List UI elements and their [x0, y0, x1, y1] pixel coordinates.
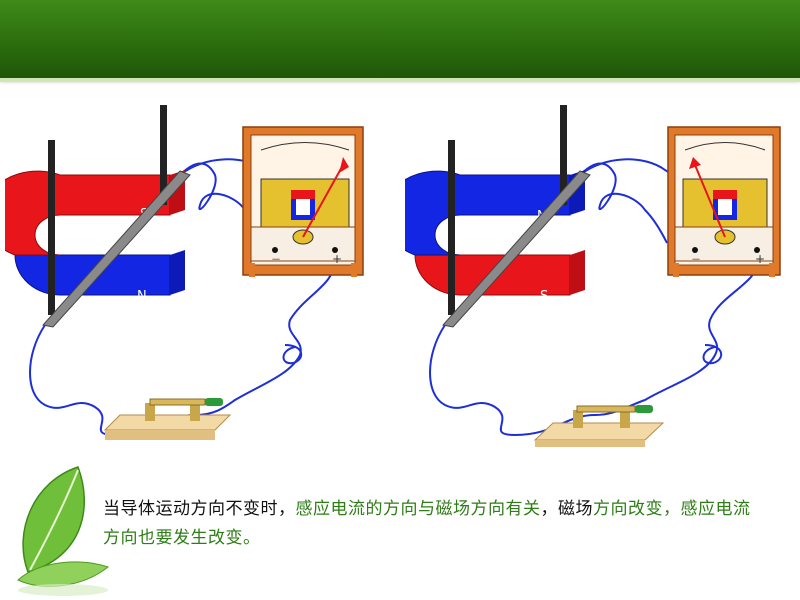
post: [160, 105, 167, 205]
wire: [429, 259, 761, 437]
meter-positive-label: +: [755, 252, 765, 266]
caption-highlight-1: 感应电流的方向与磁场方向有关: [295, 499, 541, 519]
header-banner: [0, 0, 800, 78]
experiment-right: N S － +: [405, 95, 785, 455]
experiment-left: S N － +: [5, 95, 385, 455]
galvanometer: [667, 126, 781, 277]
caption-highlight-2: 方向改变，感应电流方向也要发生改变。: [103, 499, 751, 548]
explanation-text: 当导体运动方向不变时，感应电流的方向与磁场方向有关，磁场方向改变，感应电流方向也…: [103, 495, 763, 553]
meter-negative-label: －: [691, 255, 701, 266]
conductor-rod: [42, 170, 191, 328]
knife-switch: [533, 405, 665, 447]
experiment-diagram: N S － +: [405, 105, 781, 447]
leaf-decoration: [17, 466, 110, 596]
header-strip: [0, 78, 800, 82]
caption-part-3: ，磁场: [540, 499, 593, 519]
post: [448, 140, 455, 315]
wire: [702, 344, 723, 365]
wire: [282, 344, 303, 365]
meter-negative-label: －: [271, 255, 281, 266]
galvanometer: [242, 126, 364, 277]
post: [560, 105, 567, 205]
magnet-bottom-pole-label: S: [540, 289, 548, 304]
knife-switch: [103, 398, 232, 440]
meter-positive-label: +: [332, 252, 342, 266]
post: [48, 140, 55, 315]
conductor-rod: [442, 170, 591, 328]
caption-part-1: 当导体运动方向不变时，: [103, 499, 296, 519]
experiment-diagram: S N － +: [5, 105, 364, 440]
magnet-bottom-pole-label: N: [137, 289, 147, 304]
wire: [579, 162, 668, 244]
